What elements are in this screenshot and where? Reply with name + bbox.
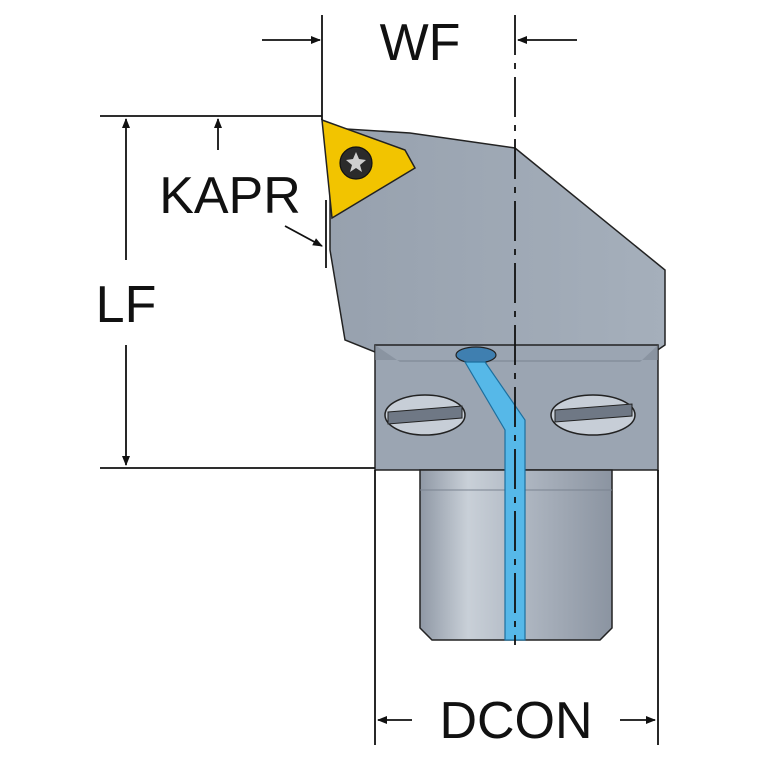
- coolant-outlet: [455, 346, 497, 364]
- screw-slot-left: [384, 394, 466, 436]
- dim-lf: LF: [96, 115, 375, 469]
- kapr-label: KAPR: [159, 167, 301, 225]
- dcon-label: DCON: [439, 692, 592, 750]
- dim-dcon: DCON: [374, 470, 659, 750]
- cutting-insert: [321, 118, 417, 220]
- lf-label: LF: [96, 276, 157, 334]
- head-shadow: [375, 345, 658, 362]
- dim-kapr: KAPR: [159, 118, 327, 268]
- coolant-channel: [463, 361, 526, 641]
- dim-wf: WF: [262, 14, 577, 120]
- screw-slot-right: [550, 394, 636, 436]
- wf-label: WF: [380, 14, 461, 72]
